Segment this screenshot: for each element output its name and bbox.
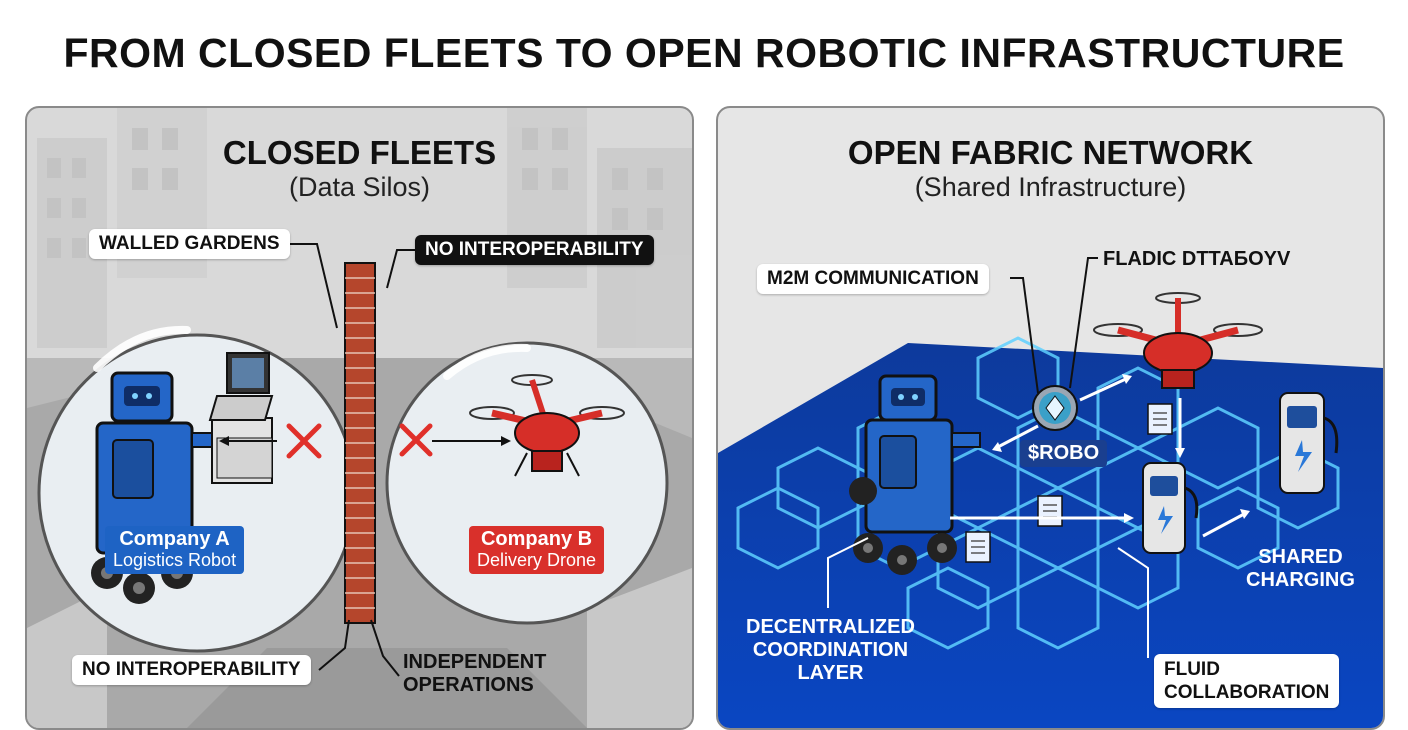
walled-gardens-label: WALLED GARDENS <box>89 229 290 259</box>
company-b-name: Company B <box>480 528 593 550</box>
company-b-badge: Company B Delivery Drone <box>469 526 605 574</box>
open-fabric-subtitle: (Shared Infrastructure) <box>914 172 1187 202</box>
company-a-name: Company A <box>119 528 230 550</box>
blocked-x-icon-left <box>286 423 322 459</box>
open-fabric-title: OPEN FABRIC NETWORK <box>847 134 1254 171</box>
charging-station-icon-right <box>1279 392 1339 494</box>
closed-fleets-subtitle: (Data Silos) <box>288 172 431 202</box>
logistics-robot-icon <box>91 371 223 604</box>
blocked-x-icon-right <box>399 423 433 457</box>
company-a-badge: Company A Logistics Robot <box>105 526 245 574</box>
company-a-role: Logistics Robot <box>113 550 237 570</box>
background-buildings <box>37 108 692 348</box>
charging-station-icon-center <box>1142 462 1199 554</box>
open-fabric-panel: OPEN FABRIC NETWORK (Shared Infrastructu… <box>716 106 1385 730</box>
brick-wall <box>344 262 376 624</box>
closed-fleets-title: CLOSED FLEETS <box>222 134 497 171</box>
company-b-role: Delivery Drone <box>477 550 597 570</box>
robo-token-icon <box>1032 385 1078 431</box>
terminal-icon <box>208 352 274 484</box>
open-fabric-illustration <box>718 257 1383 728</box>
closed-fleets-panel: CLOSED FLEETS (Data Silos) WALLED GARDEN… <box>25 106 694 730</box>
page-title: FROM CLOSED FLEETS TO OPEN ROBOTIC INFRA… <box>63 30 1345 76</box>
fladic-label: FLADIC DTTAБOYV <box>1103 248 1291 270</box>
network-robot-icon <box>849 374 981 575</box>
no-interoperability-label-bottom: NO INTEROPERABILITY <box>72 655 311 685</box>
delivery-drone-icon <box>469 374 625 477</box>
m2m-communication-label: M2M COMMUNICATION <box>757 264 989 294</box>
robo-token-label: $ROBO <box>1020 440 1108 467</box>
no-interoperability-label-top: NO INTEROPERABILITY <box>415 235 654 265</box>
network-drone-icon <box>1093 292 1263 389</box>
